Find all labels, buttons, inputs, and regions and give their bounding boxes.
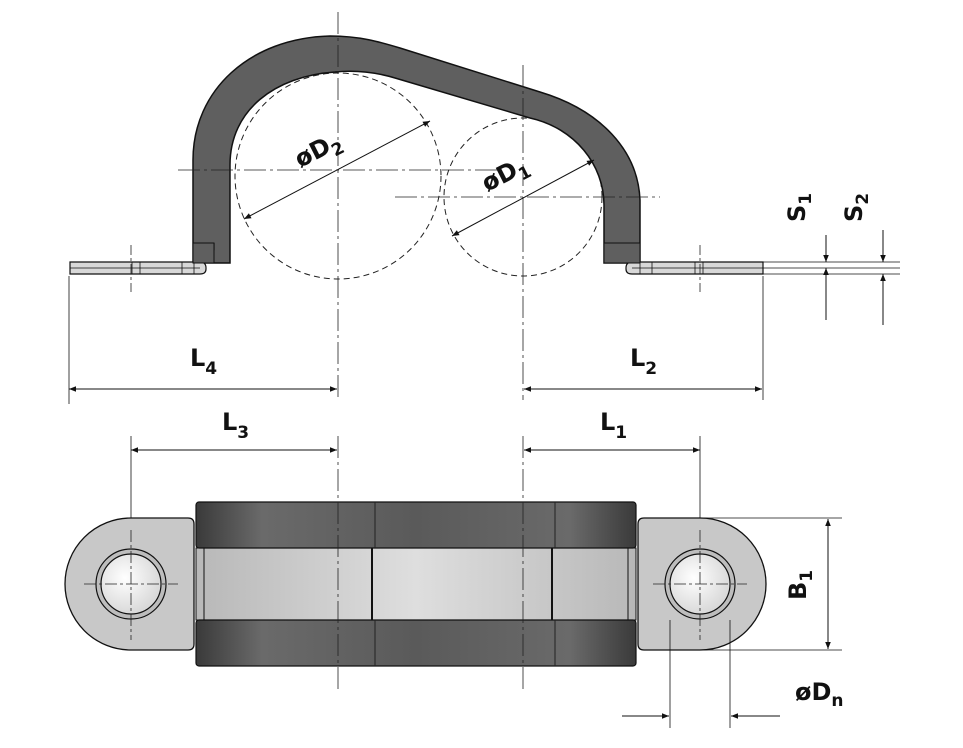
label-d1: øD1: [477, 150, 535, 201]
label-l1: L1: [600, 408, 627, 443]
dim-line-d1: [451, 159, 595, 237]
clamp-band-side: [192, 35, 641, 264]
label-s2: S2: [840, 193, 873, 222]
side-view: øD2 øD1 S1 S2 L4 L2: [68, 12, 900, 404]
label-l2: L2: [630, 344, 657, 379]
label-b1: B1: [784, 570, 817, 600]
band-lower: [195, 619, 637, 667]
dim-line-d2: [243, 120, 431, 220]
label-s1: S1: [783, 193, 816, 222]
label-l3: L3: [222, 408, 249, 443]
rubber-insert: [195, 547, 637, 621]
top-view: L3 L1: [64, 408, 844, 728]
band-upper: [195, 501, 637, 549]
label-dn: øDn: [795, 678, 844, 711]
label-l4: L4: [190, 344, 217, 379]
